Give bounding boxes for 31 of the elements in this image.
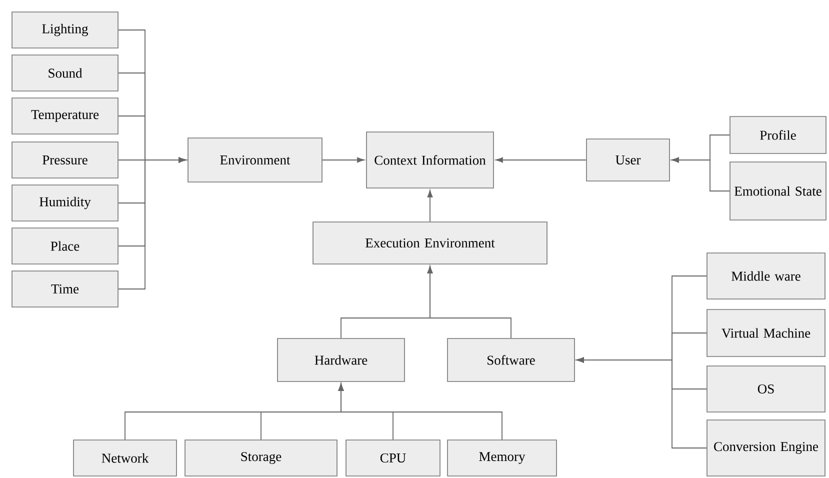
arrow	[338, 384, 502, 440]
text-box: Humidity	[12, 184, 118, 222]
text-box: Network	[73, 440, 177, 476]
text-box: Software	[447, 338, 575, 382]
text-box: Emotional State	[730, 162, 826, 220]
text-box: Execution Environment	[312, 222, 548, 264]
text-box: Context Information	[366, 132, 494, 188]
arrow	[118, 157, 186, 290]
arrow	[576, 357, 708, 448]
text-box: Temperature	[12, 98, 118, 134]
arrow	[322, 157, 364, 163]
text-box: Time	[12, 270, 118, 308]
text-box: Middle ware	[706, 252, 826, 300]
text-box: Profile	[730, 116, 826, 154]
arrow	[672, 157, 730, 192]
text-box: Conversion Engine	[706, 420, 826, 476]
text-box: Pressure	[12, 142, 118, 178]
arrow	[427, 190, 433, 222]
text-box: Sound	[12, 54, 118, 92]
text-box: Place	[12, 228, 118, 264]
text-box: Storage	[184, 440, 338, 476]
text-box: CPU	[346, 440, 440, 476]
text-box: Lighting	[12, 12, 118, 48]
text-box: OS	[706, 366, 826, 412]
text-box: Environment	[188, 138, 322, 182]
text-box: Memory	[447, 440, 557, 476]
text-box: Hardware	[277, 338, 405, 382]
text-box: Virtual Machine	[706, 309, 826, 357]
text-box: User	[586, 138, 670, 182]
arrow	[427, 266, 512, 339]
arrow	[496, 157, 587, 163]
